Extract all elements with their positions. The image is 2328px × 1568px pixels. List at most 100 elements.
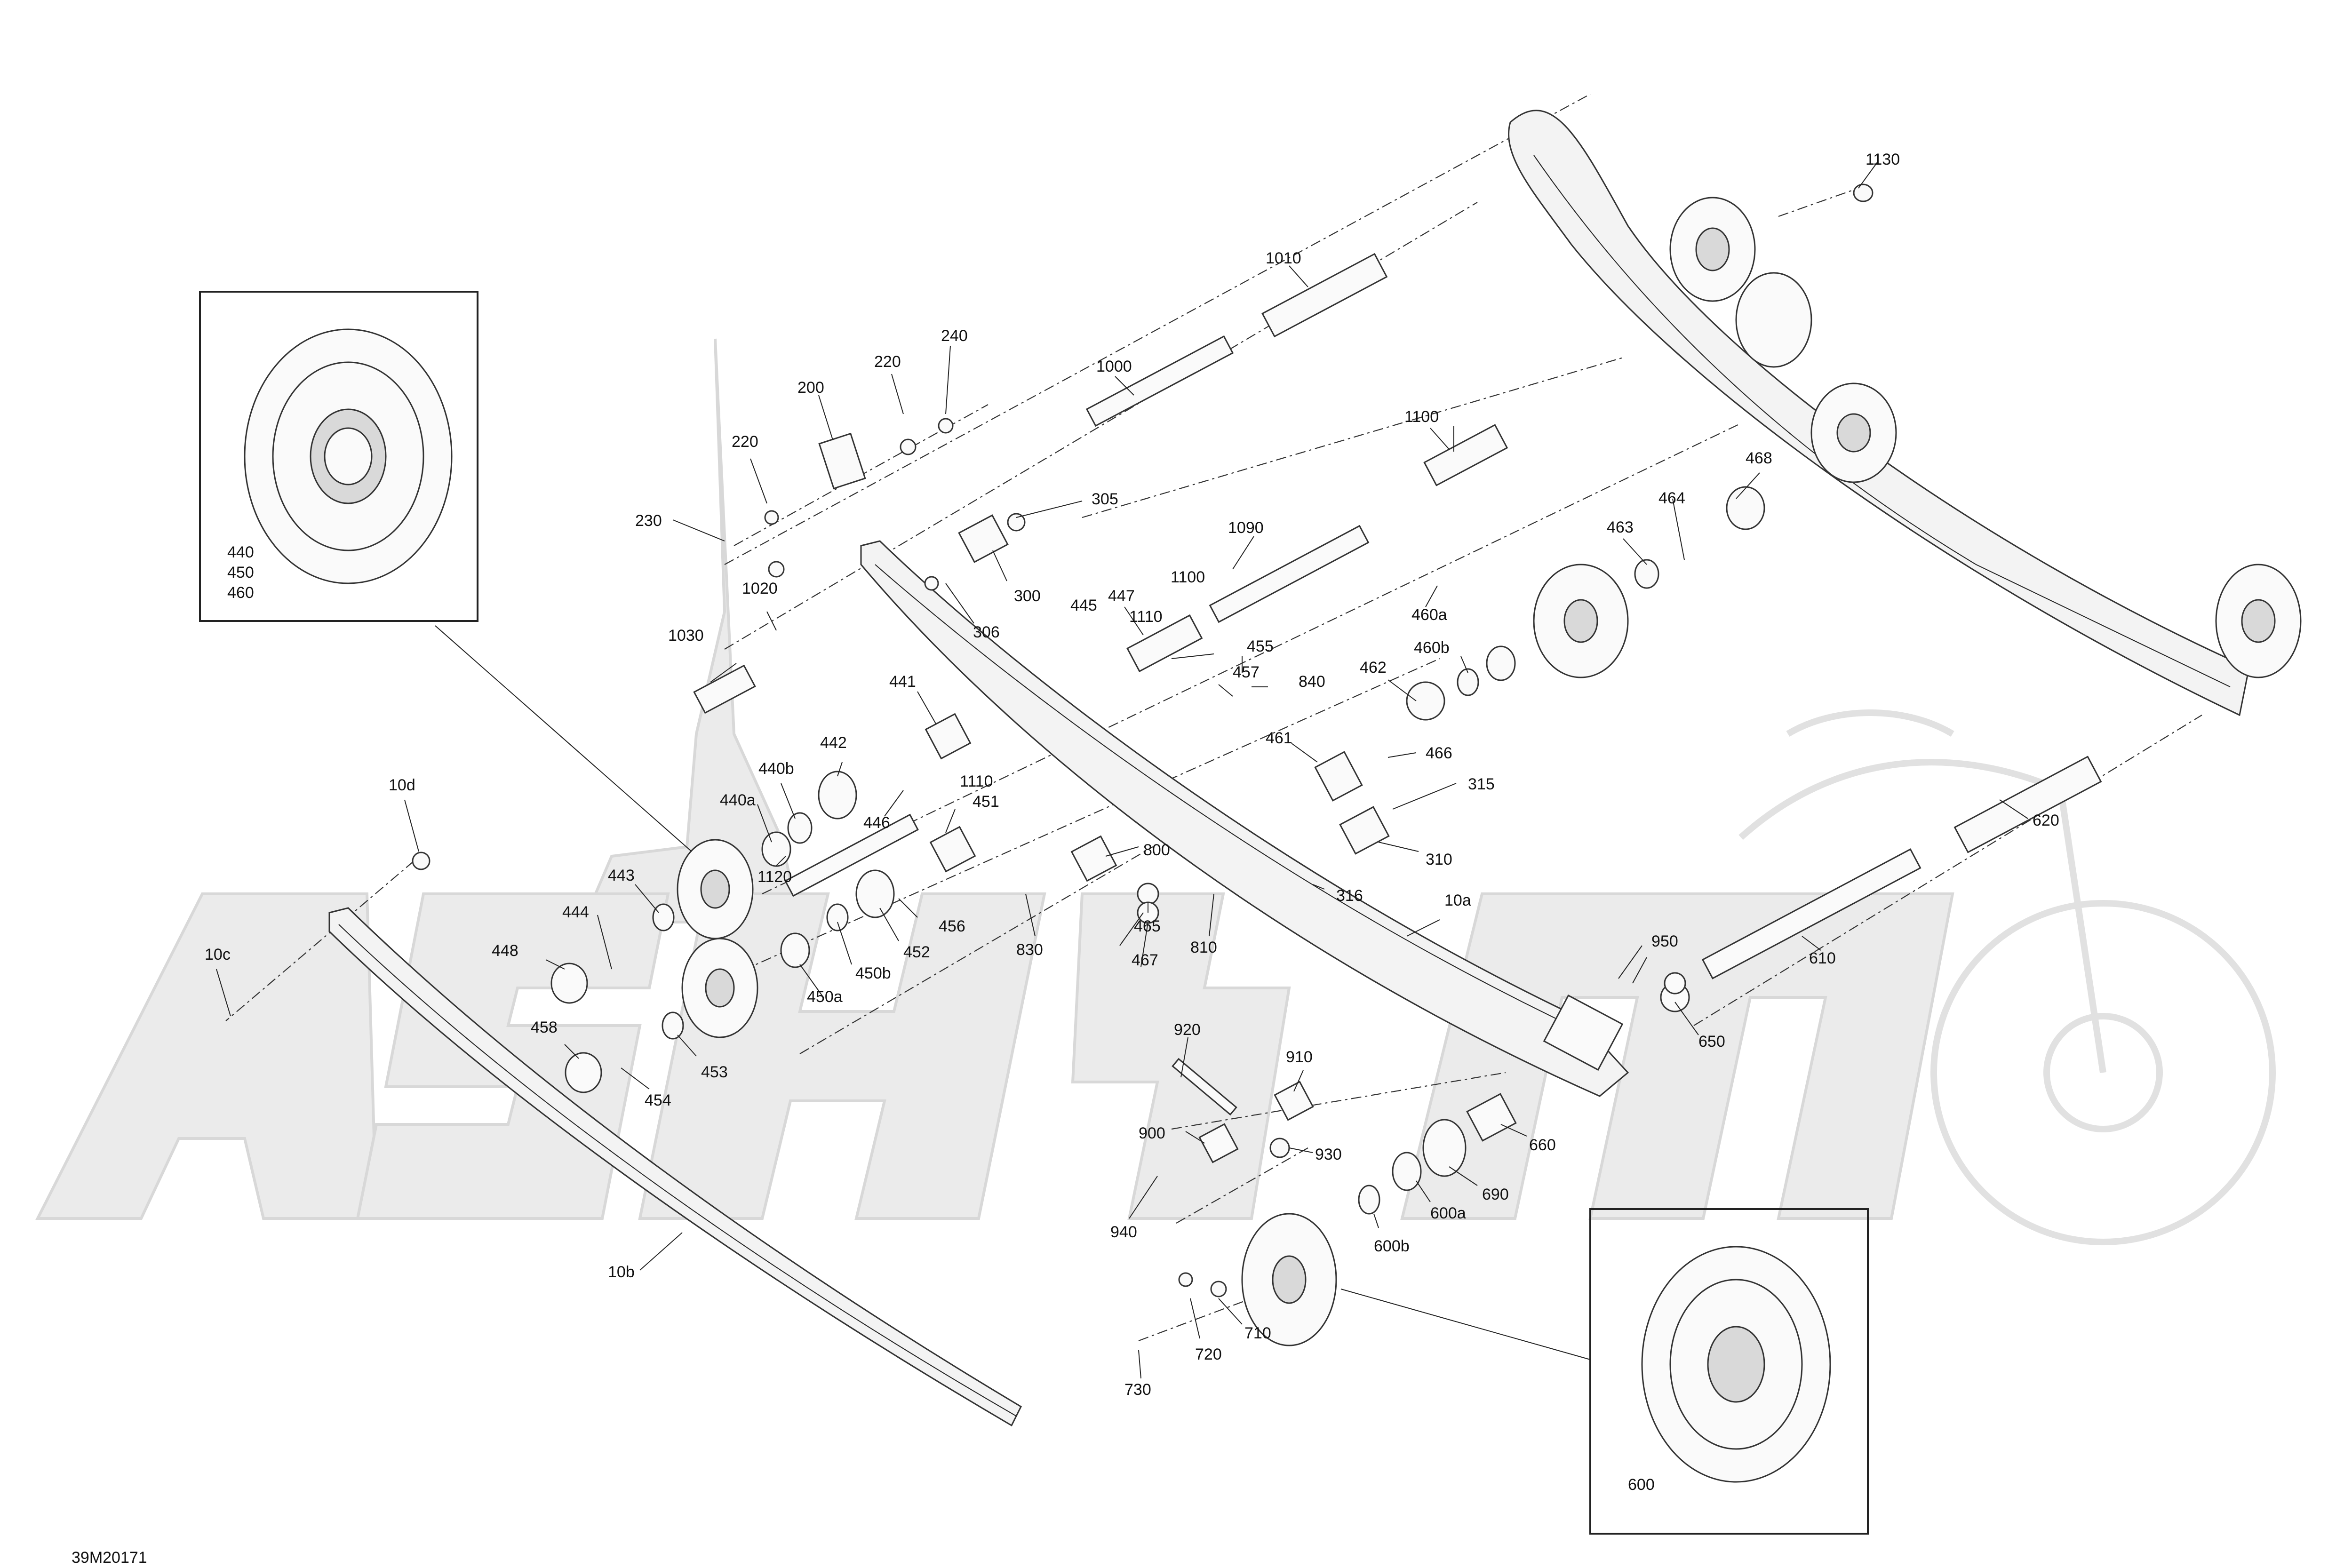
callout-label: 600a (1430, 1204, 1466, 1222)
callout-label: 450a (807, 988, 843, 1006)
callout-label: 1100 (1404, 408, 1439, 426)
callout-label: 456 (939, 917, 965, 935)
callout-label: 940 (1110, 1223, 1137, 1241)
callout-label: 620 (2033, 812, 2059, 829)
callout-label: 730 (1124, 1381, 1151, 1399)
callout-label: 930 (1315, 1146, 1342, 1163)
callout-label: 450b (855, 964, 891, 982)
callout-label: 950 (1651, 932, 1678, 950)
bracket-461 (1314, 751, 1363, 802)
tube-1030 (693, 664, 756, 714)
bracket-900 (1198, 1123, 1239, 1163)
callout-label: 463 (1607, 518, 1634, 536)
pin-920 (1172, 1058, 1237, 1116)
callout-label: 1120 (757, 868, 792, 886)
shaft-610 (1701, 848, 1921, 979)
callout-label: 458 (531, 1019, 558, 1036)
callout-label: 1100 (1171, 568, 1205, 586)
callout-label: 1020 (742, 580, 778, 597)
idler-wheel-rear-end (2215, 564, 2302, 678)
callout-label: 600b (1374, 1237, 1410, 1255)
rail-10a (860, 540, 1629, 1097)
callout-label: 920 (1174, 1021, 1201, 1039)
wheels (677, 564, 1629, 1346)
tube-1100 (1126, 614, 1203, 672)
callout-labels: 1130 1010 240 220 200 1000 220 1100 230 … (205, 151, 2059, 1399)
callout-label: 443 (608, 867, 635, 884)
callout-label: 442 (820, 734, 847, 752)
shaft-1000 (1085, 335, 1234, 427)
callout-label: 220 (874, 353, 901, 371)
callout-label: 448 (492, 942, 518, 960)
callout-label: 468 (1746, 449, 1772, 467)
cap-660 (1466, 1093, 1517, 1142)
callout-label: 900 (1139, 1124, 1165, 1142)
callout-label: 10c (205, 946, 231, 963)
callout-label: 690 (1482, 1186, 1509, 1203)
inset-leader (435, 625, 692, 852)
callout-label: 441 (889, 673, 916, 691)
callout-label: 310 (1426, 851, 1452, 868)
callout-label: 440a (720, 791, 756, 809)
callout-label: 10b (608, 1263, 635, 1281)
callout-label: 460b (1414, 639, 1450, 657)
slide-10b (328, 907, 1022, 1427)
callout-label: 452 (903, 943, 930, 961)
tube-1100-upper (1423, 424, 1508, 486)
callout-label: 467 (1132, 951, 1158, 969)
callout-label: 710 (1244, 1324, 1271, 1342)
callout-label: 610 (1809, 949, 1836, 967)
hardware (412, 183, 1874, 1297)
callout-label: 200 (797, 379, 824, 397)
bracket-451 (929, 826, 976, 873)
callout-label: 440b (758, 760, 794, 778)
callout-leaders (216, 162, 2028, 1379)
callout-label: 1110 (1129, 608, 1163, 626)
callout-label: 460a (1411, 606, 1447, 624)
callout-label: 1010 (1266, 249, 1301, 267)
inset-label: 440 (227, 543, 254, 561)
tube-1010 (1261, 253, 1388, 338)
callout-label: 445 (1070, 597, 1097, 614)
callout-label: 444 (562, 903, 589, 921)
callout-label: 660 (1529, 1136, 1556, 1154)
callout-label: 830 (1016, 941, 1043, 959)
upper-rail (1508, 110, 2302, 716)
callout-label: 240 (941, 327, 968, 345)
idler-wheel-rear-low (1810, 382, 1897, 483)
callout-label: 305 (1092, 490, 1118, 508)
tube-620 (1953, 756, 2102, 853)
bracket-441 (925, 713, 972, 760)
callout-label: 1090 (1228, 519, 1264, 537)
tubes (693, 253, 2102, 1116)
inset-label: 450 (227, 564, 254, 581)
callout-label: 800 (1143, 841, 1170, 859)
callout-label: 446 (863, 814, 890, 832)
callout-label: 230 (635, 512, 662, 530)
callout-label: 465 (1134, 917, 1161, 935)
callout-label: 10d (389, 776, 415, 794)
bracket-910 (1274, 1081, 1314, 1121)
idler-wheel-rear-upper (1669, 197, 1756, 302)
inset-label: 460 (227, 584, 254, 602)
callout-label: 454 (645, 1091, 671, 1109)
callout-label: 455 (1247, 637, 1274, 655)
block-310 (1339, 806, 1390, 855)
block-300 (958, 514, 1009, 563)
callout-label: 453 (701, 1063, 728, 1081)
callout-label: 220 (732, 433, 758, 451)
callout-label: 466 (1426, 744, 1452, 762)
callout-label: 1000 (1096, 358, 1132, 375)
callout-label: 10a (1444, 891, 1471, 909)
inset-label: 600 (1628, 1476, 1655, 1494)
callout-label: 451 (973, 793, 999, 811)
inset-wheel-440: 440 450 460 (199, 291, 478, 622)
shaft-1120 (784, 813, 919, 897)
callout-label: 306 (973, 623, 1000, 641)
callout-label: 1030 (668, 627, 704, 645)
inset-wheel-600: 600 (1589, 1208, 1869, 1535)
shaft-1090 (1209, 525, 1370, 623)
callout-label: 910 (1286, 1048, 1313, 1066)
idler-wheel-rear-mid (1735, 272, 1812, 368)
callout-label: 447 (1108, 587, 1135, 605)
